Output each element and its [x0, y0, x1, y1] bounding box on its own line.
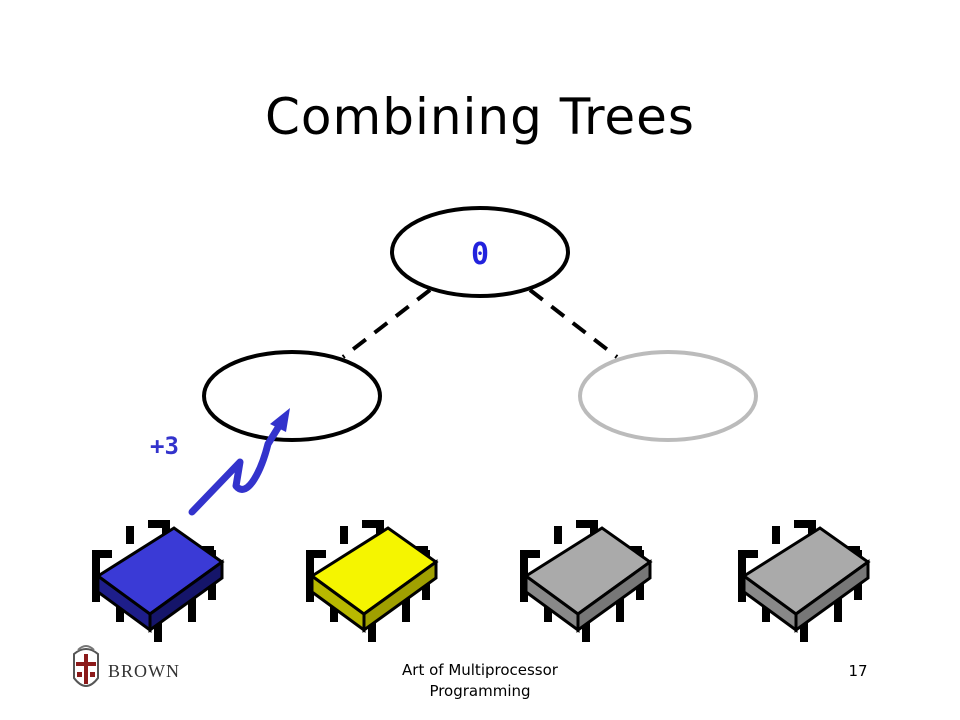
root-node-value: 0 [471, 237, 489, 272]
page-number: 17 [848, 662, 868, 680]
left-child-node [202, 350, 382, 442]
brown-logo-text: BROWN [108, 661, 180, 681]
footer-text: Art of Multiprocessor Programming [402, 661, 558, 700]
request-arrow [188, 414, 288, 516]
right-child-node [578, 350, 758, 442]
processor-4 [738, 520, 871, 642]
edge-root-right [528, 288, 619, 359]
request-arrowhead [270, 408, 290, 432]
processor-2 [306, 520, 439, 642]
processor-1 [92, 520, 225, 642]
brown-shield-icon [73, 645, 99, 687]
processor-3 [520, 520, 653, 642]
root-node [390, 206, 570, 298]
edge-root-left [341, 288, 432, 359]
increment-label: +3 [150, 432, 179, 460]
slide-title: Combining Trees [265, 88, 695, 146]
